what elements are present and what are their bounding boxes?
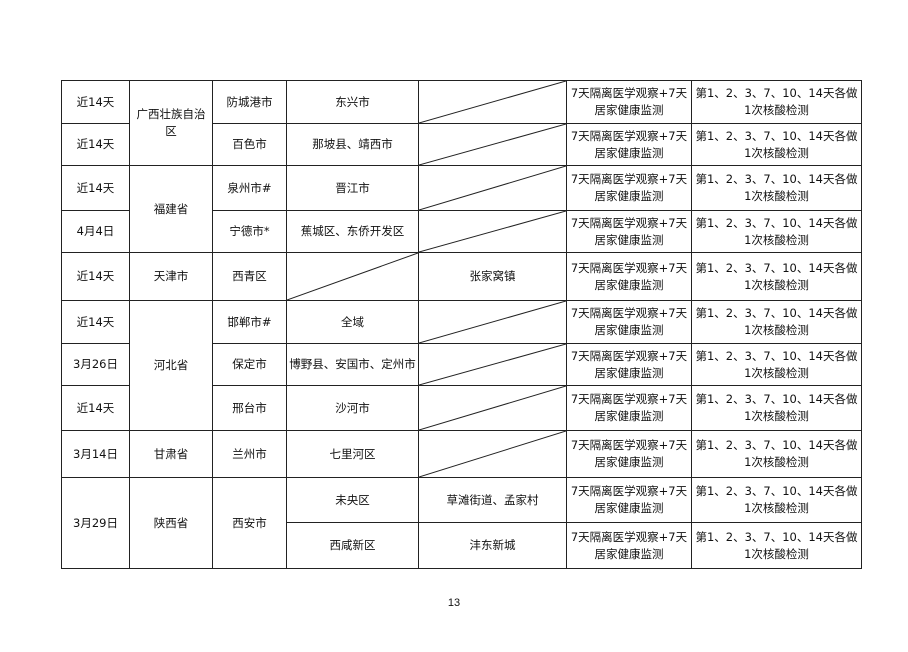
empty-diagonal-cell — [418, 430, 567, 478]
city-cell: 兰州市 — [212, 430, 287, 478]
time-cell: 4月4日 — [61, 210, 130, 253]
city-cell: 西安市 — [212, 477, 287, 569]
county-cell: 博野县、安国市、定州市 — [286, 343, 419, 386]
county-cell: 西咸新区 — [286, 522, 419, 569]
province-cell: 福建省 — [129, 165, 213, 253]
province-cell: 天津市 — [129, 252, 213, 301]
measure-cell: 7天隔离医学观察+7天居家健康监测 — [566, 522, 692, 569]
time-cell: 3月14日 — [61, 430, 130, 478]
town-cell: 沣东新城 — [418, 522, 567, 569]
table-row: 近14天 百色市 那坡县、靖西市 7天隔离医学观察+7天居家健康监测 第1、2、… — [61, 123, 862, 166]
measure-cell: 7天隔离医学观察+7天居家健康监测 — [566, 123, 692, 166]
empty-diagonal-cell — [418, 165, 567, 211]
measure-cell: 7天隔离医学观察+7天居家健康监测 — [566, 80, 692, 124]
test-cell: 第1、2、3、7、10、14天各做1次核酸检测 — [691, 210, 862, 253]
test-cell: 第1、2、3、7、10、14天各做1次核酸检测 — [691, 385, 862, 431]
measure-cell: 7天隔离医学观察+7天居家健康监测 — [566, 252, 692, 301]
table-row: 3月26日 保定市 博野县、安国市、定州市 7天隔离医学观察+7天居家健康监测 … — [61, 343, 862, 386]
measure-cell: 7天隔离医学观察+7天居家健康监测 — [566, 210, 692, 253]
empty-diagonal-cell — [418, 123, 567, 166]
city-cell: 邯郸市# — [212, 300, 287, 344]
table-row: 4月4日 宁德市* 蕉城区、东侨开发区 7天隔离医学观察+7天居家健康监测 第1… — [61, 210, 862, 253]
page-number: 13 — [447, 597, 461, 609]
measure-cell: 7天隔离医学观察+7天居家健康监测 — [566, 343, 692, 386]
measure-cell: 7天隔离医学观察+7天居家健康监测 — [566, 430, 692, 478]
table-row: 近14天 福建省 泉州市# 晋江市 7天隔离医学观察+7天居家健康监测 第1、2… — [61, 165, 862, 253]
test-cell: 第1、2、3、7、10、14天各做1次核酸检测 — [691, 80, 862, 124]
province-cell: 河北省 — [129, 300, 213, 431]
city-cell: 西青区 — [212, 252, 287, 301]
province-cell: 广西壮族自治区 — [129, 80, 213, 166]
county-cell: 蕉城区、东侨开发区 — [286, 210, 419, 253]
province-cell: 陕西省 — [129, 477, 213, 569]
empty-diagonal-cell — [418, 385, 567, 431]
table-row: 近14天 邢台市 沙河市 7天隔离医学观察+7天居家健康监测 第1、2、3、7、… — [61, 385, 862, 431]
table-row: 西咸新区 沣东新城 7天隔离医学观察+7天居家健康监测 第1、2、3、7、10、… — [62, 522, 862, 569]
empty-diagonal-cell — [418, 300, 567, 344]
test-cell: 第1、2、3、7、10、14天各做1次核酸检测 — [691, 343, 862, 386]
empty-diagonal-cell — [418, 343, 567, 386]
test-cell: 第1、2、3、7、10、14天各做1次核酸检测 — [691, 123, 862, 166]
county-cell: 东兴市 — [286, 80, 419, 124]
county-cell: 未央区 — [286, 477, 419, 523]
county-cell: 全域 — [286, 300, 419, 344]
table-row: 3月29日 陕西省 西安市 未央区 草滩街道、孟家村 7天隔离医学观察+7天居家… — [61, 477, 862, 569]
county-cell: 七里河区 — [286, 430, 419, 478]
city-cell: 邢台市 — [212, 385, 287, 431]
test-cell: 第1、2、3、7、10、14天各做1次核酸检测 — [691, 477, 862, 523]
city-cell: 保定市 — [212, 343, 287, 386]
risk-area-table: 近14天 广西壮族自治区 防城港市 东兴市 7天隔离医学观察+7天居家健康监测 … — [61, 80, 862, 569]
test-cell: 第1、2、3、7、10、14天各做1次核酸检测 — [691, 300, 862, 344]
time-cell: 3月29日 — [61, 477, 130, 569]
table-row: 近14天 广西壮族自治区 防城港市 东兴市 7天隔离医学观察+7天居家健康监测 … — [61, 80, 862, 166]
town-cell: 张家窝镇 — [418, 252, 567, 301]
test-cell: 第1、2、3、7、10、14天各做1次核酸检测 — [691, 165, 862, 211]
measure-cell: 7天隔离医学观察+7天居家健康监测 — [566, 300, 692, 344]
measure-cell: 7天隔离医学观察+7天居家健康监测 — [566, 385, 692, 431]
county-cell: 那坡县、靖西市 — [286, 123, 419, 166]
test-cell: 第1、2、3、7、10、14天各做1次核酸检测 — [691, 430, 862, 478]
city-cell: 泉州市# — [212, 165, 287, 211]
province-cell: 甘肃省 — [129, 430, 213, 478]
measure-cell: 7天隔离医学观察+7天居家健康监测 — [566, 165, 692, 211]
city-cell: 百色市 — [212, 123, 287, 166]
test-cell: 第1、2、3、7、10、14天各做1次核酸检测 — [691, 522, 862, 569]
empty-diagonal-cell — [286, 252, 419, 301]
city-cell: 宁德市* — [212, 210, 287, 253]
measure-cell: 7天隔离医学观察+7天居家健康监测 — [566, 477, 692, 523]
county-cell: 沙河市 — [286, 385, 419, 431]
time-cell: 近14天 — [61, 385, 130, 431]
table-row: 近14天 河北省 邯郸市# 全域 7天隔离医学观察+7天居家健康监测 第1、2、… — [61, 300, 862, 431]
city-cell: 防城港市 — [212, 80, 287, 124]
empty-diagonal-cell — [418, 210, 567, 253]
empty-diagonal-cell — [418, 80, 567, 124]
time-cell: 近14天 — [61, 252, 130, 301]
test-cell: 第1、2、3、7、10、14天各做1次核酸检测 — [691, 252, 862, 301]
table-row: 3月14日 甘肃省 兰州市 七里河区 7天隔离医学观察+7天居家健康监测 第1、… — [61, 430, 862, 478]
time-cell: 近14天 — [61, 165, 130, 211]
time-cell: 近14天 — [61, 123, 130, 166]
time-cell: 近14天 — [61, 300, 130, 344]
time-cell: 3月26日 — [61, 343, 130, 386]
time-cell: 近14天 — [61, 80, 130, 124]
county-cell: 晋江市 — [286, 165, 419, 211]
table-row: 近14天 天津市 西青区 张家窝镇 7天隔离医学观察+7天居家健康监测 第1、2… — [61, 252, 862, 301]
town-cell: 草滩街道、孟家村 — [418, 477, 567, 523]
